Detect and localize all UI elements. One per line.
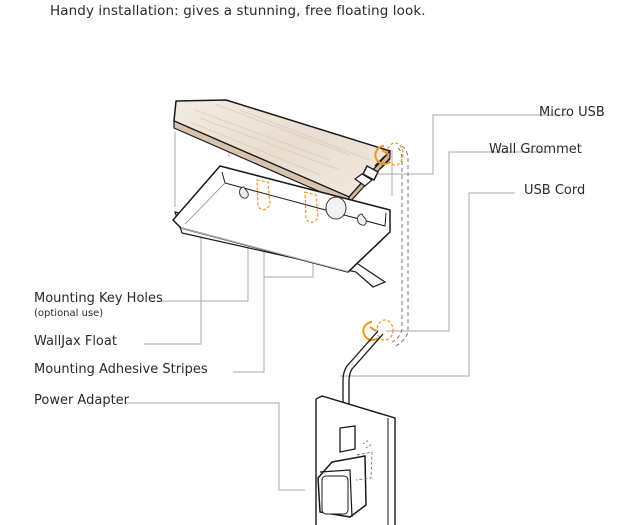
power-adapter xyxy=(317,425,373,518)
micro-usb-plug xyxy=(353,155,391,187)
label-micro-usb: Micro USB xyxy=(539,105,605,120)
label-power-adapter: Power Adapter xyxy=(34,393,130,408)
key-hole-left xyxy=(239,186,249,199)
leader-wall-grommet xyxy=(386,151,548,332)
adhesive-stripe-left xyxy=(256,179,271,211)
walljax-float xyxy=(172,165,391,288)
label-mounting-key-holes: Mounting Key Holes xyxy=(34,291,163,306)
key-hole-right xyxy=(357,213,367,226)
label-key-holes-note: (optional use) xyxy=(34,308,104,319)
adhesive-stripe-right xyxy=(304,191,319,223)
leader-usb-cord xyxy=(340,192,515,377)
label-adhesive-stripes: Mounting Adhesive Stripes xyxy=(34,362,208,377)
usb-cord xyxy=(342,330,384,428)
label-usb-cord: USB Cord xyxy=(524,183,586,198)
leader-micro-usb xyxy=(378,114,570,175)
headline: Handy installation: gives a stunning, fr… xyxy=(50,3,426,19)
leader-adhesive-b xyxy=(264,262,314,278)
usb-cord-hidden xyxy=(391,145,409,347)
grommet-hole xyxy=(325,196,347,220)
leader-key-holes xyxy=(158,248,249,302)
leader-float xyxy=(144,235,202,345)
wall-grommet-top xyxy=(374,142,404,166)
label-walljax-float: WallJax Float xyxy=(34,334,117,349)
leader-adapter xyxy=(126,402,305,491)
label-wall-grommet: Wall Grommet xyxy=(489,142,582,157)
leader-adhesive xyxy=(233,252,265,373)
